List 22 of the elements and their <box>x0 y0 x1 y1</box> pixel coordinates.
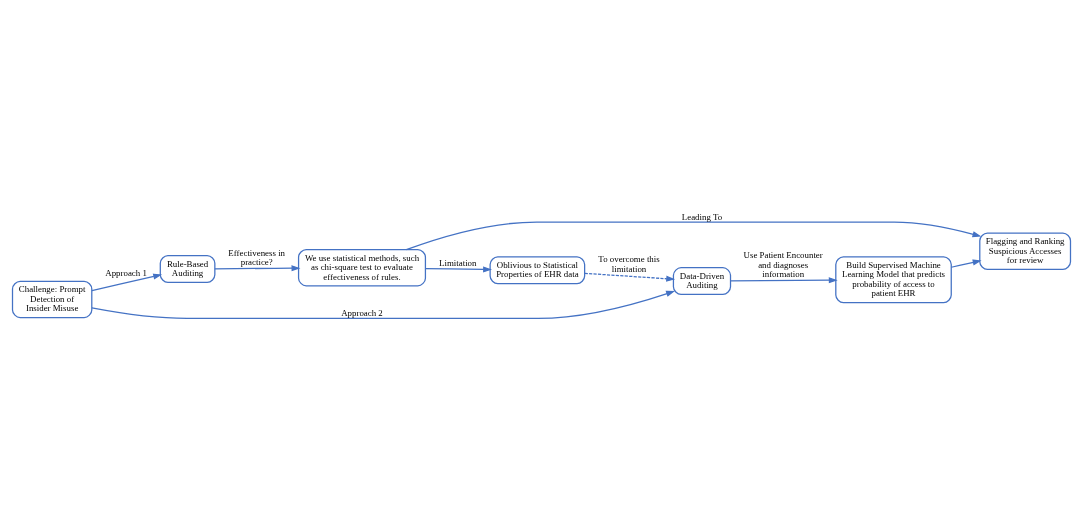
edge-label: Use Patient Encounter and diagnoses information <box>743 250 823 280</box>
node-box: Build Supervised Machine Learning Model that predicts probability of access to patient EHR <box>835 256 952 304</box>
arrow <box>424 266 493 273</box>
node-box: Challenge: Prompt Detection of Insider Misuse <box>11 280 93 319</box>
arrow <box>91 290 675 320</box>
arrow <box>584 272 676 282</box>
edge-label: Limitation <box>439 257 477 268</box>
arrow <box>214 265 301 272</box>
edge-label: Effectiveness in practice? <box>228 247 286 268</box>
node-box: Oblivious to Statistical Properties of EHR data <box>489 256 586 285</box>
arrow <box>91 273 163 292</box>
arrow <box>730 277 838 284</box>
node-box: Rule-Based Auditing <box>159 255 216 283</box>
edge-label: Approach 1 <box>105 268 147 279</box>
node-box: Data-Driven Auditing <box>672 267 732 295</box>
node-box: We use statistical methods, such as chi-square test to evaluate effectiveness of rules. <box>297 249 427 287</box>
arrow <box>950 259 982 268</box>
node-box: Flagging and Ranking Suspicious Accesses for review <box>979 232 1072 270</box>
edge-label: Approach 2 <box>341 308 383 319</box>
edge-label: To overcome this limitation <box>598 254 660 274</box>
arrow <box>405 221 982 251</box>
edge-label: Leading To <box>681 211 723 222</box>
